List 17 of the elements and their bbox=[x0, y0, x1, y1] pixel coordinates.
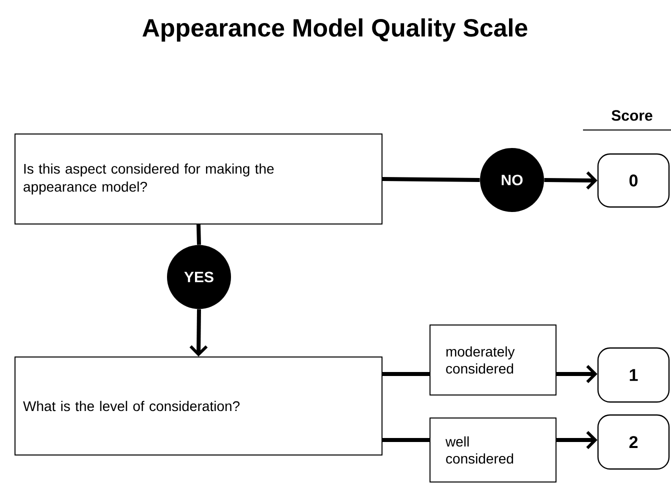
question-box: Is this aspect considered for making the appearance model? bbox=[14, 134, 382, 224]
column-header: Score bbox=[582, 110, 671, 130]
arrow bbox=[190, 309, 208, 356]
score-box: 1 bbox=[597, 347, 670, 403]
score-box: 2 bbox=[597, 414, 670, 470]
option-box: moderately considered bbox=[430, 324, 556, 396]
option-box: well considered bbox=[430, 418, 556, 482]
arrow bbox=[556, 364, 598, 384]
arrow bbox=[556, 430, 598, 450]
question-box: What is the level of consideration? bbox=[14, 356, 382, 456]
title: Appearance Model Quality Scale bbox=[142, 18, 528, 42]
connector-line bbox=[382, 177, 480, 182]
connector-line bbox=[382, 438, 430, 442]
arrow bbox=[544, 171, 598, 190]
connector-line bbox=[196, 224, 201, 245]
score-box: 0 bbox=[597, 153, 670, 208]
connector-line bbox=[382, 372, 430, 376]
